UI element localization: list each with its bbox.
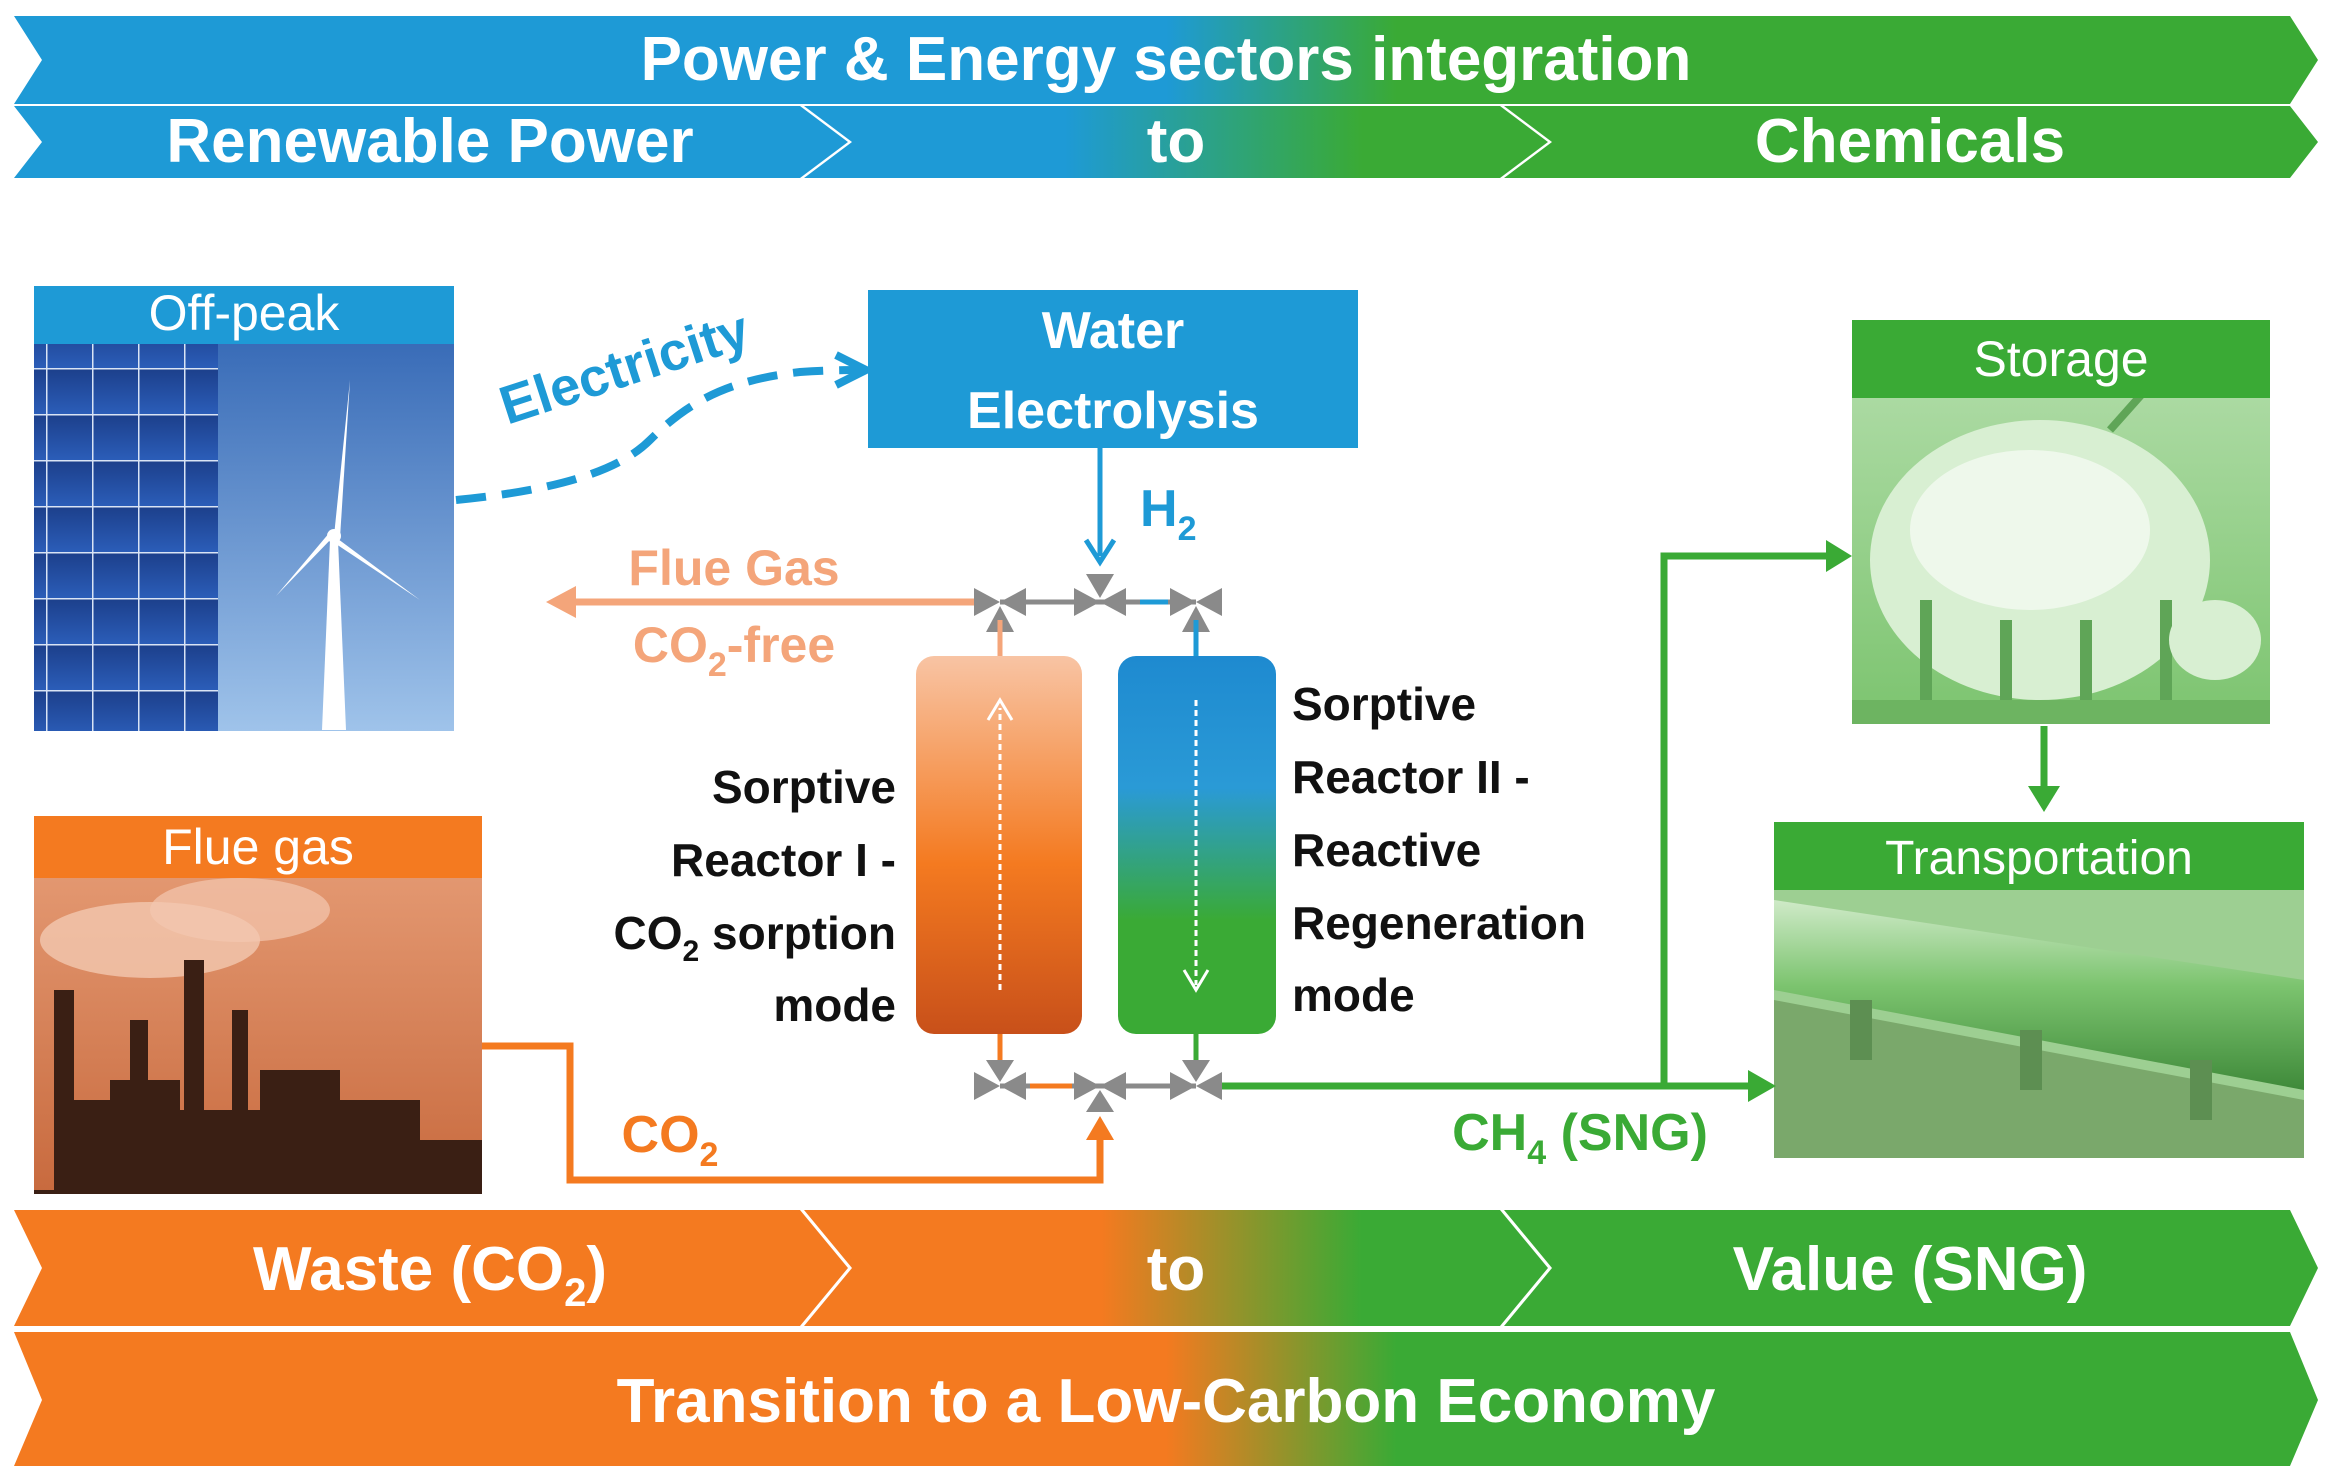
reactor-1-label-line3: CO2 sorption [614,907,896,968]
flue-out-arrowhead [546,586,576,618]
fluegas-label: Flue gas [162,819,354,875]
h2-arrowhead [1083,538,1117,567]
chevron-renewable-power [14,106,848,178]
reactor-1-arrowhead [986,697,1014,721]
offpeak-label: Off-peak [149,285,341,341]
transportation-label: Transportation [1885,832,2193,885]
label-value-sng: Value (SNG) [1733,1235,2088,1304]
label-renewable-power: Renewable Power [166,107,693,176]
factory-icon [34,878,482,1194]
valve-top-center-icon [1074,574,1126,616]
reactor-2-arrowhead [1182,969,1210,993]
flue-out-label-line2: CO2-free [633,617,835,684]
wind-turbine-icon [276,380,420,730]
reactor-1-label-line2: Reactor I - [671,834,896,886]
valve-bottom-left-icon [974,1060,1026,1100]
valve-bottom-right-icon [1170,1060,1222,1100]
co2-inlet-arrowhead [1086,1116,1114,1140]
bottom-banner [14,1332,2318,1466]
storage-panel: Storage [1852,320,2270,724]
reactor-2-label-line1: Sorptive [1292,678,1476,730]
storage-tank-icon [1852,337,2270,724]
top-banner [14,16,2318,104]
reactor-2-label-line3: Reactive [1292,824,1481,876]
top-banner-title: Power & Energy sectors integration [641,25,1692,94]
storage-label: Storage [1973,331,2148,387]
label-waste: Waste (CO2) [253,1235,607,1315]
electricity-label: Electricity [492,299,756,436]
valve-top-left-icon [974,588,1026,632]
reactor-2-label-line2: Reactor II - [1292,751,1530,803]
pipeline-icon [1774,900,2304,1158]
flue-out-label-line1: Flue Gas [628,540,839,596]
ch4-transport-arrowhead [1748,1070,1776,1102]
chevron-chemicals [1504,106,2318,178]
chevron-value [1504,1210,2318,1326]
co2-inlet-line [482,1042,1104,1184]
ch4-storage-line [1660,552,1830,1086]
valve-bottom-center-icon [1074,1072,1126,1112]
water-electrolysis-box [868,290,1358,448]
fluegas-panel: Flue gas [34,816,482,1194]
label-to-bottom: to [1147,1235,1206,1304]
water-electrolysis-line2: Electrolysis [967,382,1259,440]
co2-inlet-label: CO2 [622,1106,719,1174]
offpeak-panel: Off-peak [34,285,454,731]
ch4-storage-arrowhead [1826,540,1852,572]
reactor-2-label-line4: Regeneration [1292,897,1586,949]
reactor-2-label-line5: mode [1292,969,1415,1021]
valve-top-right-icon [1170,588,1222,632]
chevron-waste [14,1210,848,1326]
reactor-1-label-line1: Sorptive [712,761,896,813]
electricity-arrowhead [834,351,875,389]
chevron-to-bottom [804,1210,1548,1326]
chevron-to-top [804,106,1548,178]
bottom-banner-title: Transition to a Low-Carbon Economy [617,1367,1716,1436]
ch4-label: CH4 (SNG) [1452,1104,1708,1172]
storage-to-transport-arrowhead [2028,786,2060,812]
label-to-top: to [1147,107,1206,176]
electricity-flow-line [455,366,861,504]
reactor-1-label-line4: mode [773,979,896,1031]
h2-label: H2 [1140,480,1196,548]
transportation-panel: Transportation [1774,822,2304,1158]
label-chemicals: Chemicals [1755,107,2065,176]
water-electrolysis-line1: Water [1042,302,1185,360]
